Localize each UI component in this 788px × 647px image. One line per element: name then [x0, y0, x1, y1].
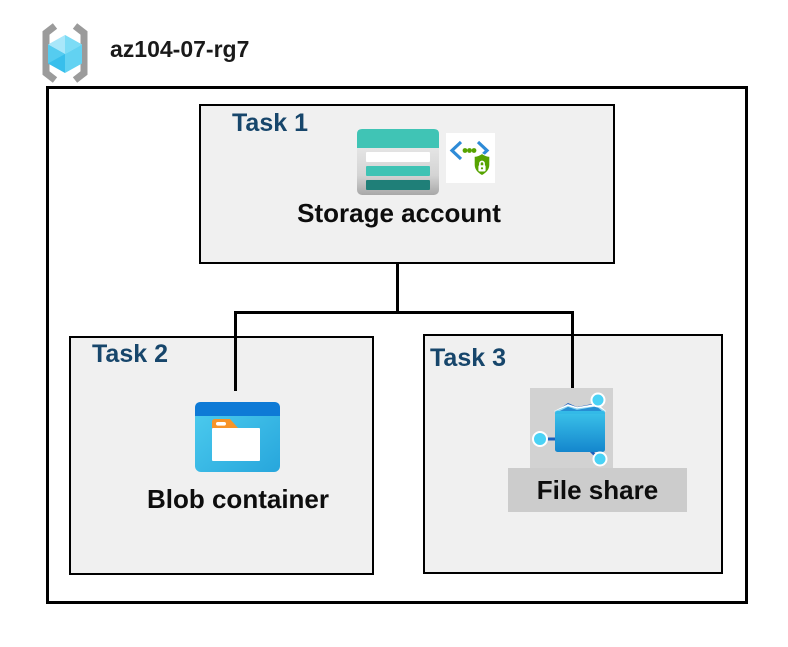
blob-container-label: Blob container	[146, 484, 329, 514]
task3-label: Task 3	[430, 344, 506, 372]
task1-label: Task 1	[232, 109, 308, 137]
file-share-label: File share	[536, 475, 659, 505]
storage-account-label: Storage account	[297, 198, 501, 228]
connector-to-file-share	[571, 311, 574, 392]
connector-storage-stem	[396, 264, 399, 314]
task2-label: Task 2	[92, 340, 168, 368]
storage-account-icon	[357, 129, 439, 195]
resource-group-icon	[37, 22, 93, 84]
resource-group-name: az104-07-rg7	[110, 36, 250, 62]
connector-to-blob-container	[234, 311, 237, 391]
blob-container-icon	[195, 402, 280, 472]
connector-horizontal	[234, 311, 574, 314]
file-share-icon	[530, 388, 613, 468]
file-share-label-highlight	[508, 468, 687, 512]
secured-endpoint-icon	[446, 133, 495, 183]
